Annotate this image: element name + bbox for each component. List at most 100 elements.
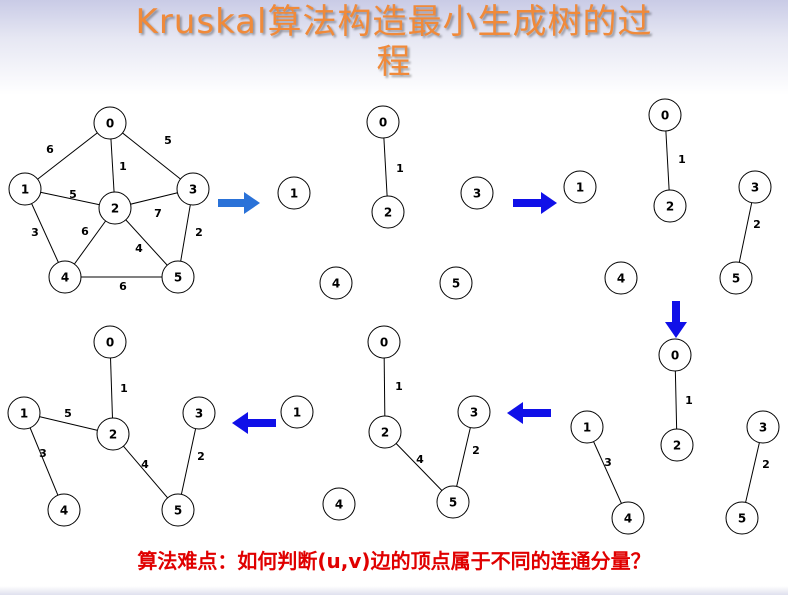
edge-weight-label: 1 [120, 382, 128, 395]
node-circle [8, 172, 42, 206]
node-label: 0 [106, 117, 114, 131]
node-label: 2 [381, 426, 389, 440]
node-label: 4 [335, 498, 343, 512]
node-label: 1 [21, 183, 29, 197]
edge-3-5 [177, 412, 200, 511]
node-circle [439, 266, 473, 300]
node-circle [7, 396, 41, 430]
node-circle [746, 410, 780, 444]
title-line-1: Kruskal算法构造最小生成树的过 [135, 2, 653, 42]
node-circle [93, 325, 127, 359]
edge-weight-label: 1 [119, 160, 127, 173]
node-circle [322, 487, 356, 521]
node-label: 4 [61, 271, 69, 285]
edge-weight-label: 3 [31, 226, 39, 239]
edge-weight-label: 1 [685, 394, 693, 407]
node-label: 0 [671, 349, 679, 363]
header-band [0, 0, 788, 95]
edge-2-5 [112, 433, 179, 511]
edge-weight-label: 5 [69, 188, 77, 201]
edge-weight-label: 3 [604, 456, 612, 469]
node-circle [93, 106, 127, 140]
edge-weight-label: 1 [395, 380, 403, 393]
edge-weight-label: 1 [678, 153, 686, 166]
node-label: 3 [189, 183, 197, 197]
node-circle [319, 266, 353, 300]
node-label: 1 [576, 181, 584, 195]
node-label: 2 [673, 439, 681, 453]
node-circle [725, 501, 759, 535]
edge-weight-label: 4 [141, 458, 149, 471]
edge-weight-label: 2 [762, 458, 770, 471]
step-3: 1 2 3 0 1 2 3 4 5 [570, 338, 780, 535]
node-label: 5 [732, 272, 740, 286]
node-label: 5 [452, 277, 460, 291]
edge-1-4 [586, 426, 629, 519]
node-circle [436, 485, 470, 519]
edge-weight-label: 7 [154, 207, 162, 220]
node-circle [460, 176, 494, 210]
node-label: 0 [106, 336, 114, 350]
title-line-2: 程 [376, 42, 412, 82]
caption: 算法难点：如何判断(u,v)边的顶点属于不同的连通分量？ [137, 549, 651, 573]
node-label: 2 [666, 200, 674, 214]
node-circle [611, 501, 645, 535]
edge-weight-label: 2 [195, 226, 203, 239]
node-label: 3 [751, 181, 759, 195]
node-circle [658, 338, 692, 372]
edge-weight-label: 6 [81, 225, 89, 238]
node-label: 4 [60, 504, 68, 518]
node-circle [277, 176, 311, 210]
node-label: 4 [624, 512, 632, 526]
node-label: 3 [195, 407, 203, 421]
node-label: 4 [332, 277, 340, 291]
edge-1-4 [23, 412, 65, 511]
node-circle [280, 395, 314, 429]
node-label: 3 [759, 421, 767, 435]
edge-weight-label: 1 [396, 162, 404, 175]
node-label: 5 [174, 504, 182, 518]
edge-0-1 [24, 122, 111, 190]
node-circle [738, 170, 772, 204]
slide-title: Kruskal算法构造最小生成树的过 程 [0, 2, 788, 82]
node-label: 0 [379, 116, 387, 130]
node-circle [96, 417, 130, 451]
node-circle [161, 493, 195, 527]
arrow-right-2-icon [513, 192, 557, 214]
arrow-left-2-icon [232, 412, 276, 434]
node-label: 1 [583, 421, 591, 435]
arrow-right-1-icon [218, 192, 260, 214]
edge-weight-label: 3 [39, 447, 47, 460]
node-circle [367, 325, 401, 359]
edge-0-3 [109, 122, 194, 190]
edge-weight-label: 4 [135, 242, 143, 255]
node-label: 0 [661, 109, 669, 123]
node-circle [604, 261, 638, 295]
node-circle [653, 189, 687, 223]
edge-weight-label: 2 [197, 450, 205, 463]
arrow-left-1-icon [507, 402, 551, 424]
node-label: 5 [738, 512, 746, 526]
node-circle [48, 260, 82, 294]
node-circle [98, 191, 132, 225]
bottom-bar [0, 586, 788, 595]
node-label: 5 [449, 496, 457, 510]
node-label: 1 [293, 406, 301, 420]
node-circle [47, 493, 81, 527]
node-label: 2 [111, 202, 119, 216]
edge-weight-label: 2 [472, 444, 480, 457]
node-label: 3 [473, 187, 481, 201]
edge-weight-label: 5 [164, 134, 172, 147]
node-label: 4 [617, 272, 625, 286]
edge-weight-label: 6 [119, 280, 127, 293]
node-circle [161, 260, 195, 294]
edge-weight-label: 4 [416, 453, 424, 466]
node-label: 2 [384, 206, 392, 220]
node-circle [719, 261, 753, 295]
